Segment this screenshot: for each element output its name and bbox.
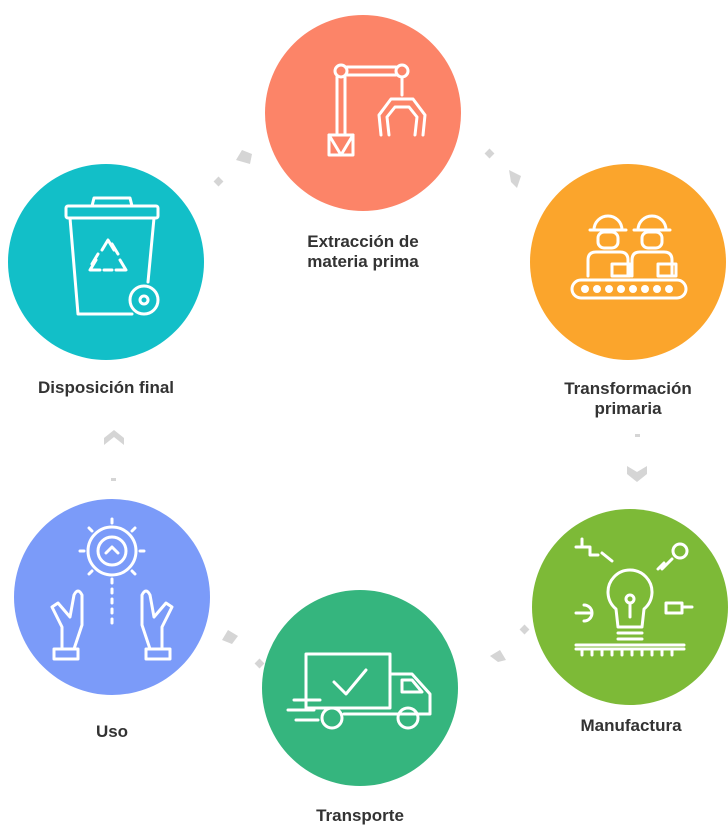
robotic-arm-icon — [327, 63, 427, 157]
connector-disposicion-to-extraccion — [213, 150, 252, 187]
connector-extraccion-to-transformacion — [484, 148, 521, 188]
connector-uso-to-disposicion — [104, 430, 124, 481]
stage-transformacion-label: Transformación primaria — [564, 379, 692, 418]
stage-transporte-circle — [262, 590, 458, 786]
lightbulb-tools-icon — [574, 537, 694, 657]
stage-extraccion-circle — [265, 15, 461, 211]
workers-conveyor-icon — [570, 214, 688, 300]
stage-transformacion-circle — [530, 164, 726, 360]
stage-manufactura-label: Manufactura — [580, 716, 682, 735]
stage-uso-label: Uso — [95, 722, 129, 741]
delivery-truck-icon — [286, 652, 432, 730]
stage-extraccion-label: Extracción de materia prima — [307, 232, 419, 271]
hands-lightbulb-icon — [50, 517, 174, 661]
connector-transporte-to-uso — [222, 630, 265, 669]
stage-uso-circle — [14, 499, 210, 695]
stage-manufactura-circle — [532, 509, 728, 705]
connector-manufactura-to-transporte — [490, 624, 530, 662]
stage-transporte-label: Transporte — [316, 806, 404, 825]
stage-disposicion-circle — [8, 164, 204, 360]
connector-transformacion-to-manufactura — [627, 434, 647, 482]
recycle-bin-icon — [64, 196, 160, 316]
stage-disposicion-label: Disposición final — [37, 378, 175, 397]
